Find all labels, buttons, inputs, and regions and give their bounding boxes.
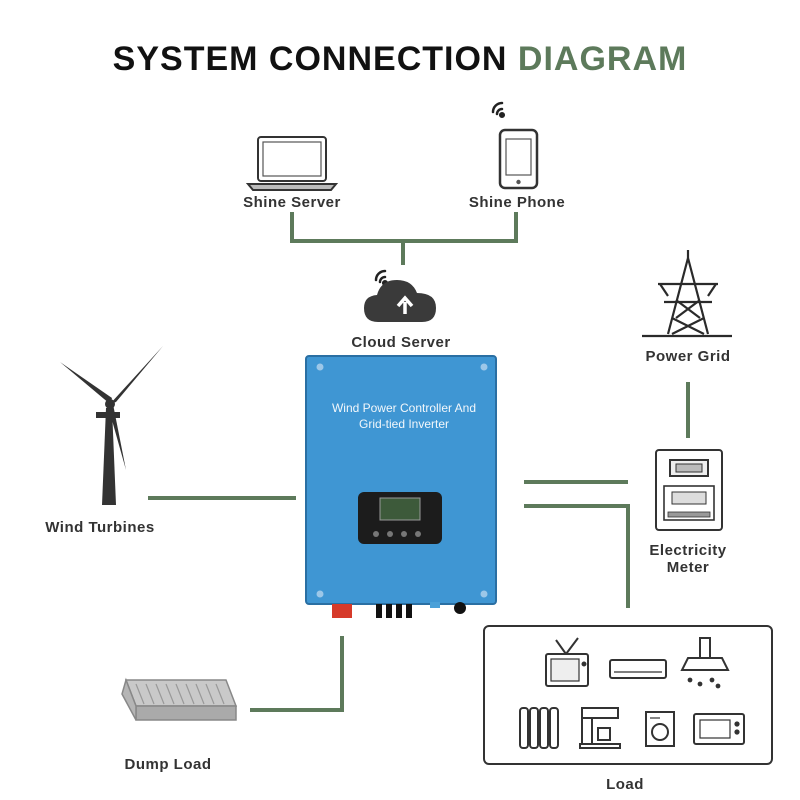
electricity-meter-line1: Electricity <box>649 542 727 559</box>
shine-phone-label: Shine Phone <box>468 194 566 211</box>
inverter-label-line1: Wind Power Controller And <box>331 401 477 415</box>
cloud-upload-icon <box>364 280 436 322</box>
electricity-meter-line2: Meter <box>666 559 710 576</box>
cloud-server-label: Cloud Server <box>351 334 451 351</box>
coffee-machine-icon <box>579 707 621 749</box>
diagram-title: SYSTEM CONNECTION DIAGRAM <box>0 40 800 79</box>
laptop-icon <box>245 136 339 191</box>
connector-lines <box>148 212 690 712</box>
power-grid-label: Power Grid <box>645 348 731 365</box>
wind-turbine-icon <box>60 346 163 505</box>
wifi-icon <box>491 101 506 119</box>
inverter-label: Wind Power Controller And Grid-tied Inve… <box>318 400 490 432</box>
meter-icon <box>655 449 723 531</box>
electricity-meter-label: Electricity Meter <box>628 542 748 576</box>
tv-icon <box>545 637 589 687</box>
range-hood-icon <box>680 637 730 689</box>
title-main: SYSTEM CONNECTION <box>112 40 518 78</box>
phone-icon <box>498 128 539 190</box>
load-label: Load <box>606 776 644 793</box>
inverter-unit <box>305 355 497 618</box>
inverter-label-line2: Grid-tied Inverter <box>358 417 450 431</box>
line-server-phone <box>290 212 518 243</box>
shine-server-label: Shine Server <box>243 194 341 211</box>
washing-machine-icon <box>645 711 675 747</box>
wind-turbines-label: Wind Turbines <box>45 519 155 536</box>
line-inverter-load <box>524 504 630 608</box>
line-inverter-dump <box>250 636 344 712</box>
wifi-icon <box>374 269 389 287</box>
microwave-icon <box>693 713 745 745</box>
dump-load-label: Dump Load <box>124 756 212 773</box>
ac-unit-icon <box>609 659 667 679</box>
title-accent: DIAGRAM <box>517 40 688 78</box>
heatsink-icon <box>121 677 238 721</box>
pylon-icon <box>642 250 732 338</box>
radiator-icon <box>519 707 559 749</box>
